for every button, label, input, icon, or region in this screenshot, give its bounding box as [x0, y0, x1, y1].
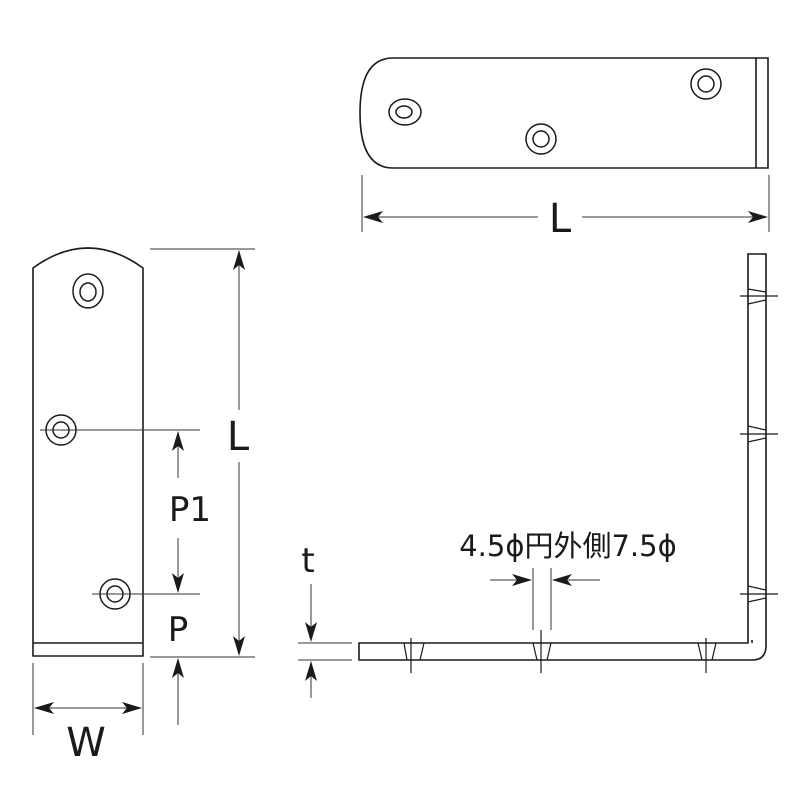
hole-diameter-note: 4.5ϕ円外側7.5ϕ [459, 529, 677, 563]
width-label: W [66, 720, 106, 766]
front-view-plate [32, 247, 144, 657]
vertical-leg-hole-marks [740, 288, 778, 603]
top-view-hole-1 [388, 98, 422, 126]
pitch-label: P [168, 610, 189, 650]
angle-section [358, 253, 767, 661]
top-view-hole-3 [690, 68, 722, 100]
top-length-label: L [549, 196, 572, 242]
thickness-label: t [301, 541, 314, 581]
side-length-label: L [227, 414, 250, 460]
horizontal-leg-hole-marks [403, 630, 717, 673]
thickness-dimension [298, 584, 352, 698]
pitch1-label: P1 [169, 490, 211, 530]
top-view-plate [359, 57, 769, 169]
front-view-hole-1 [72, 273, 104, 309]
top-length-dimension [361, 175, 770, 232]
pitch-dimensions [40, 429, 200, 725]
width-dimension [32, 663, 144, 735]
side-length-dimension [150, 248, 255, 658]
hole-diameter-dimension [490, 568, 600, 630]
top-view-hole-2 [525, 123, 557, 155]
